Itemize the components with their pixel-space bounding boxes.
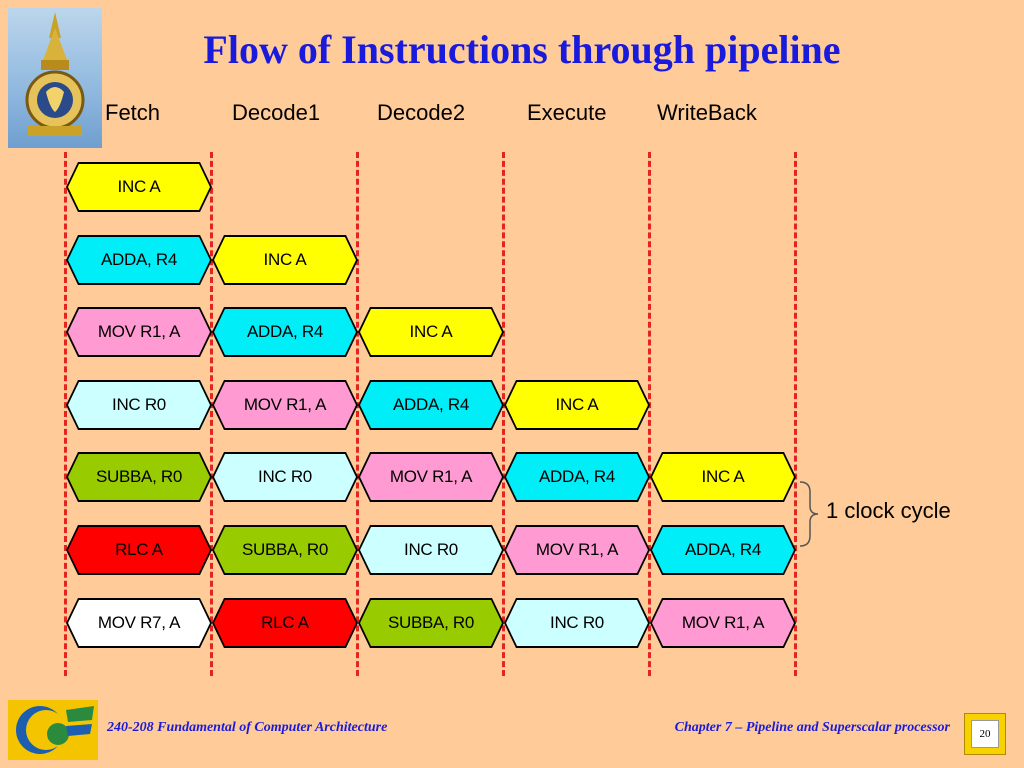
- pipeline-cell: INC R0: [358, 525, 504, 575]
- pipeline-cell: INC A: [358, 307, 504, 357]
- pipeline-cell: MOV R1, A: [504, 525, 650, 575]
- pipeline-cell-label: MOV R1, A: [214, 382, 356, 428]
- pipeline-cell-label: RLC A: [214, 600, 356, 646]
- pipeline-cell: MOV R7, A: [66, 598, 212, 648]
- pipeline-cell-label: INC A: [506, 382, 648, 428]
- pipeline-cell: INC R0: [212, 452, 358, 502]
- stage-label-writeback: WriteBack: [657, 100, 757, 125]
- pipeline-cell-label: INC R0: [360, 527, 502, 573]
- pipeline-cell: MOV R1, A: [212, 380, 358, 430]
- course-name: 208 Fundamental of Computer Architecture: [132, 720, 388, 735]
- clock-cycle-brace: [799, 481, 819, 547]
- chapter-title: Chapter 7 – Pipeline and Superscalar pro…: [674, 720, 950, 735]
- pipeline-cell-label: INC A: [360, 309, 502, 355]
- pipeline-cell: RLC A: [212, 598, 358, 648]
- pipeline-cell: SUBBA, R0: [358, 598, 504, 648]
- pipeline-cell: INC A: [650, 452, 796, 502]
- stage-divider: [648, 152, 651, 676]
- pipeline-cell: INC A: [504, 380, 650, 430]
- pipeline-cell-label: INC A: [214, 237, 356, 283]
- pipeline-cell-label: SUBBA, R0: [214, 527, 356, 573]
- pipeline-cell: RLC A: [66, 525, 212, 575]
- university-emblem: [8, 8, 102, 148]
- pipeline-cell-label: ADDA, R4: [506, 454, 648, 500]
- pipeline-cell: MOV R1, A: [66, 307, 212, 357]
- stage-divider: [502, 152, 505, 676]
- pipeline-cell-label: MOV R1, A: [506, 527, 648, 573]
- pipeline-cell-label: MOV R1, A: [68, 309, 210, 355]
- pipeline-cell-label: ADDA, R4: [360, 382, 502, 428]
- pipeline-cell-label: RLC A: [68, 527, 210, 573]
- pipeline-cell: ADDA, R4: [650, 525, 796, 575]
- stage-label-fetch: Fetch: [105, 100, 161, 125]
- slide-title: Flow of Instructions through pipeline: [203, 27, 841, 72]
- pipeline-cell-label: INC R0: [214, 454, 356, 500]
- stage-label-decode1: Decode1: [232, 100, 321, 125]
- clock-cycle-label: 1 clock cycle: [826, 498, 951, 523]
- stage-label-decode2: Decode2: [377, 100, 466, 125]
- pipeline-cell-label: ADDA, R4: [214, 309, 356, 355]
- pipeline-cell: SUBBA, R0: [212, 525, 358, 575]
- faculty-logo: [8, 700, 98, 760]
- pipeline-cell: ADDA, R4: [66, 235, 212, 285]
- pipeline-cell: MOV R1, A: [650, 598, 796, 648]
- pipeline-cell: INC A: [212, 235, 358, 285]
- pipeline-cell-label: SUBBA, R0: [360, 600, 502, 646]
- stage-divider: [64, 152, 67, 676]
- pipeline-cell: ADDA, R4: [504, 452, 650, 502]
- pipeline-cell-label: MOV R7, A: [68, 600, 210, 646]
- stage-divider: [356, 152, 359, 676]
- pipeline-cell-label: MOV R1, A: [360, 454, 502, 500]
- pipeline-cell: INC R0: [504, 598, 650, 648]
- page-number-chip: 20: [964, 713, 1006, 755]
- course-title: 240-208 Fundamental of Computer Architec…: [107, 720, 387, 736]
- pipeline-cell: ADDA, R4: [358, 380, 504, 430]
- page-number: 20: [971, 720, 999, 748]
- pipeline-cell-label: ADDA, R4: [68, 237, 210, 283]
- pipeline-cell: SUBBA, R0: [66, 452, 212, 502]
- pipeline-cell: INC R0: [66, 380, 212, 430]
- course-number: 240-: [107, 720, 133, 735]
- pipeline-cell-label: SUBBA, R0: [68, 454, 210, 500]
- pipeline-cell: MOV R1, A: [358, 452, 504, 502]
- stage-divider: [210, 152, 213, 676]
- pipeline-cell-label: INC R0: [506, 600, 648, 646]
- pipeline-cell-label: ADDA, R4: [652, 527, 794, 573]
- pipeline-cell-label: INC A: [652, 454, 794, 500]
- pipeline-cell-label: INC A: [68, 164, 210, 210]
- stage-divider: [794, 152, 797, 676]
- pipeline-cell-label: INC R0: [68, 382, 210, 428]
- stage-label-execute: Execute: [527, 100, 607, 125]
- pipeline-cell-label: MOV R1, A: [652, 600, 794, 646]
- pipeline-cell: ADDA, R4: [212, 307, 358, 357]
- pipeline-cell: INC A: [66, 162, 212, 212]
